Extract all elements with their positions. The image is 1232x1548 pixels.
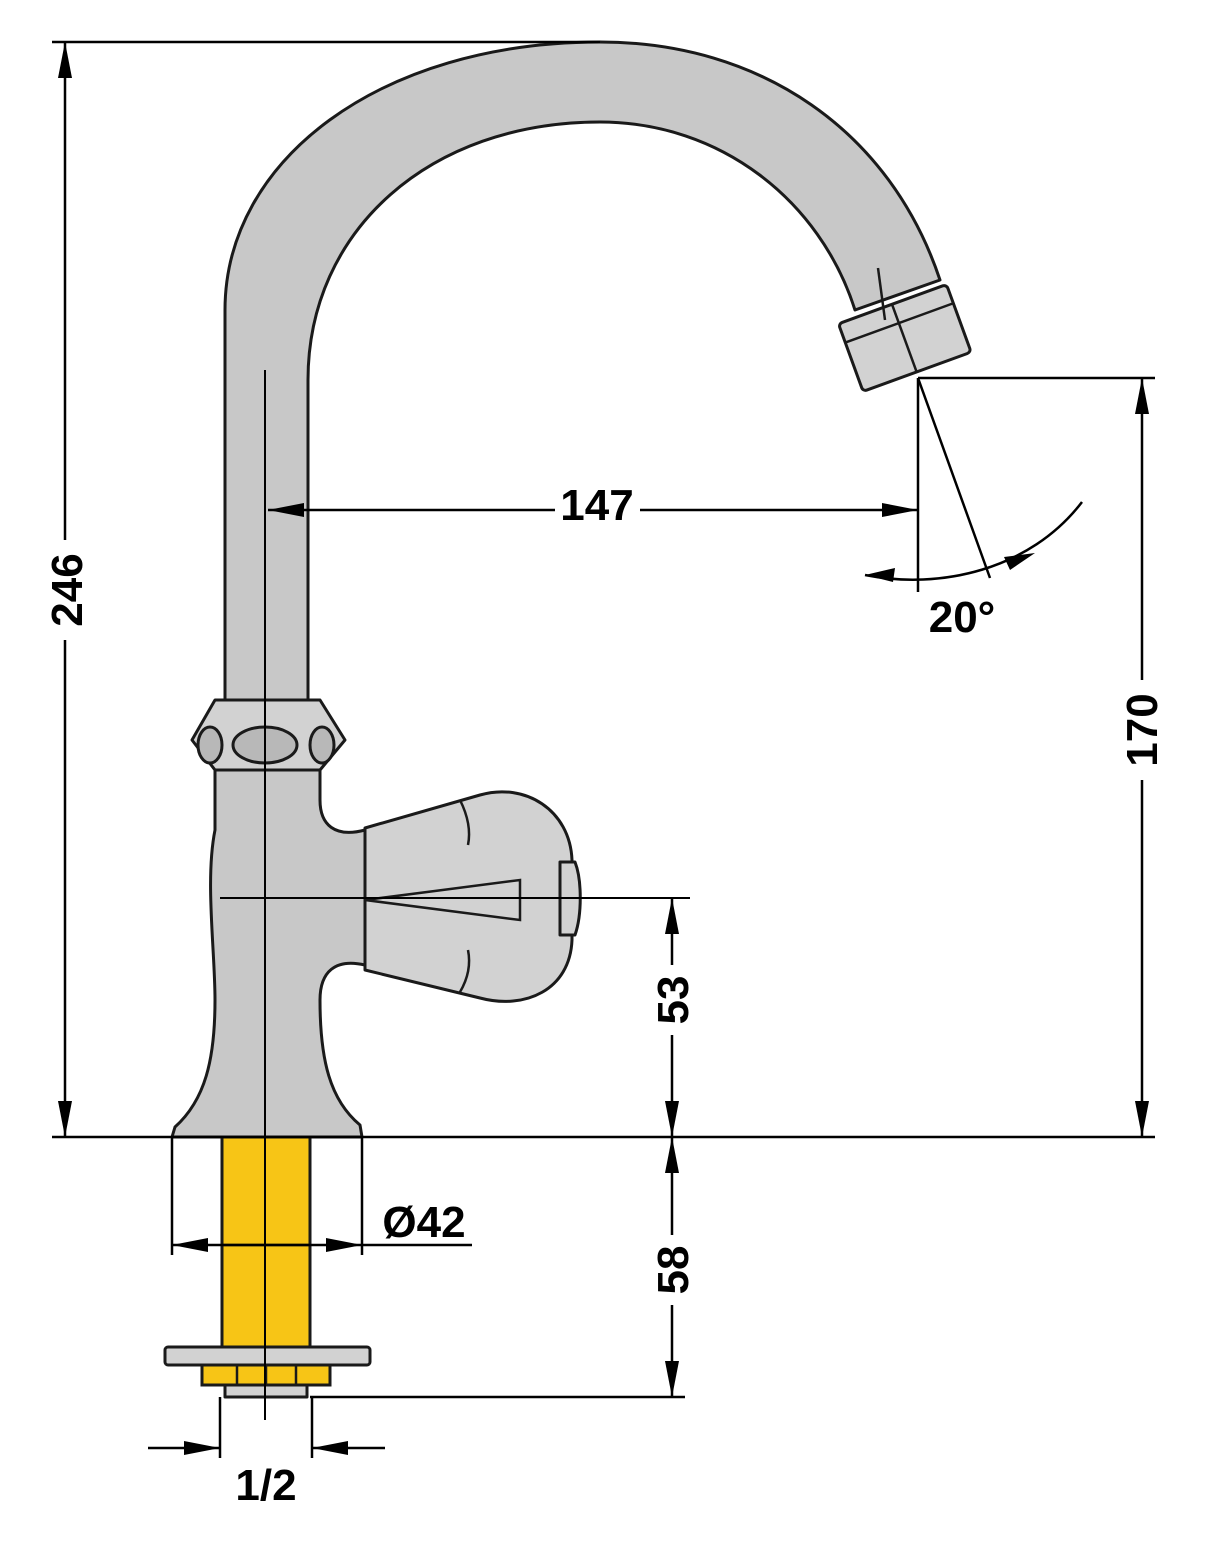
dimension-spout-angle: 20°: [864, 377, 1083, 642]
collar-hole-left: [196, 725, 224, 765]
handle-facet: [364, 878, 522, 922]
collar-hole-right: [308, 725, 336, 765]
dimension-spout-height: 170: [918, 376, 1167, 1137]
valve-handle: [363, 790, 574, 1003]
label-base-diameter: Ø42: [382, 1198, 465, 1247]
label-thread-length: 58: [649, 1246, 698, 1295]
label-spout-reach: 147: [560, 481, 633, 530]
faucet-body: [163, 40, 972, 1399]
mounting-washer: [163, 1345, 372, 1367]
dimension-base-diameter: Ø42: [170, 1137, 472, 1255]
label-spout-height: 170: [1118, 693, 1167, 766]
dimension-total-height: 246: [43, 40, 1155, 1139]
dimension-thread-size: 1/2: [148, 1397, 385, 1510]
label-spout-angle: 20°: [929, 593, 996, 642]
nozzle-mark: [876, 267, 887, 321]
dimension-handle-height: 53: [649, 898, 698, 1137]
dimension-spout-reach: 147: [268, 378, 920, 592]
valve-body: [170, 768, 367, 1139]
label-total-height: 246: [43, 553, 92, 626]
handle-ridge-top: [458, 799, 471, 846]
dimension-thread-length: 58: [310, 1137, 698, 1399]
aerator-nozzle: [838, 284, 972, 392]
label-handle-height: 53: [649, 976, 698, 1025]
spout-tube: [223, 40, 942, 702]
handle-ridge-bottom: [458, 949, 471, 993]
label-thread-size: 1/2: [235, 1461, 296, 1510]
